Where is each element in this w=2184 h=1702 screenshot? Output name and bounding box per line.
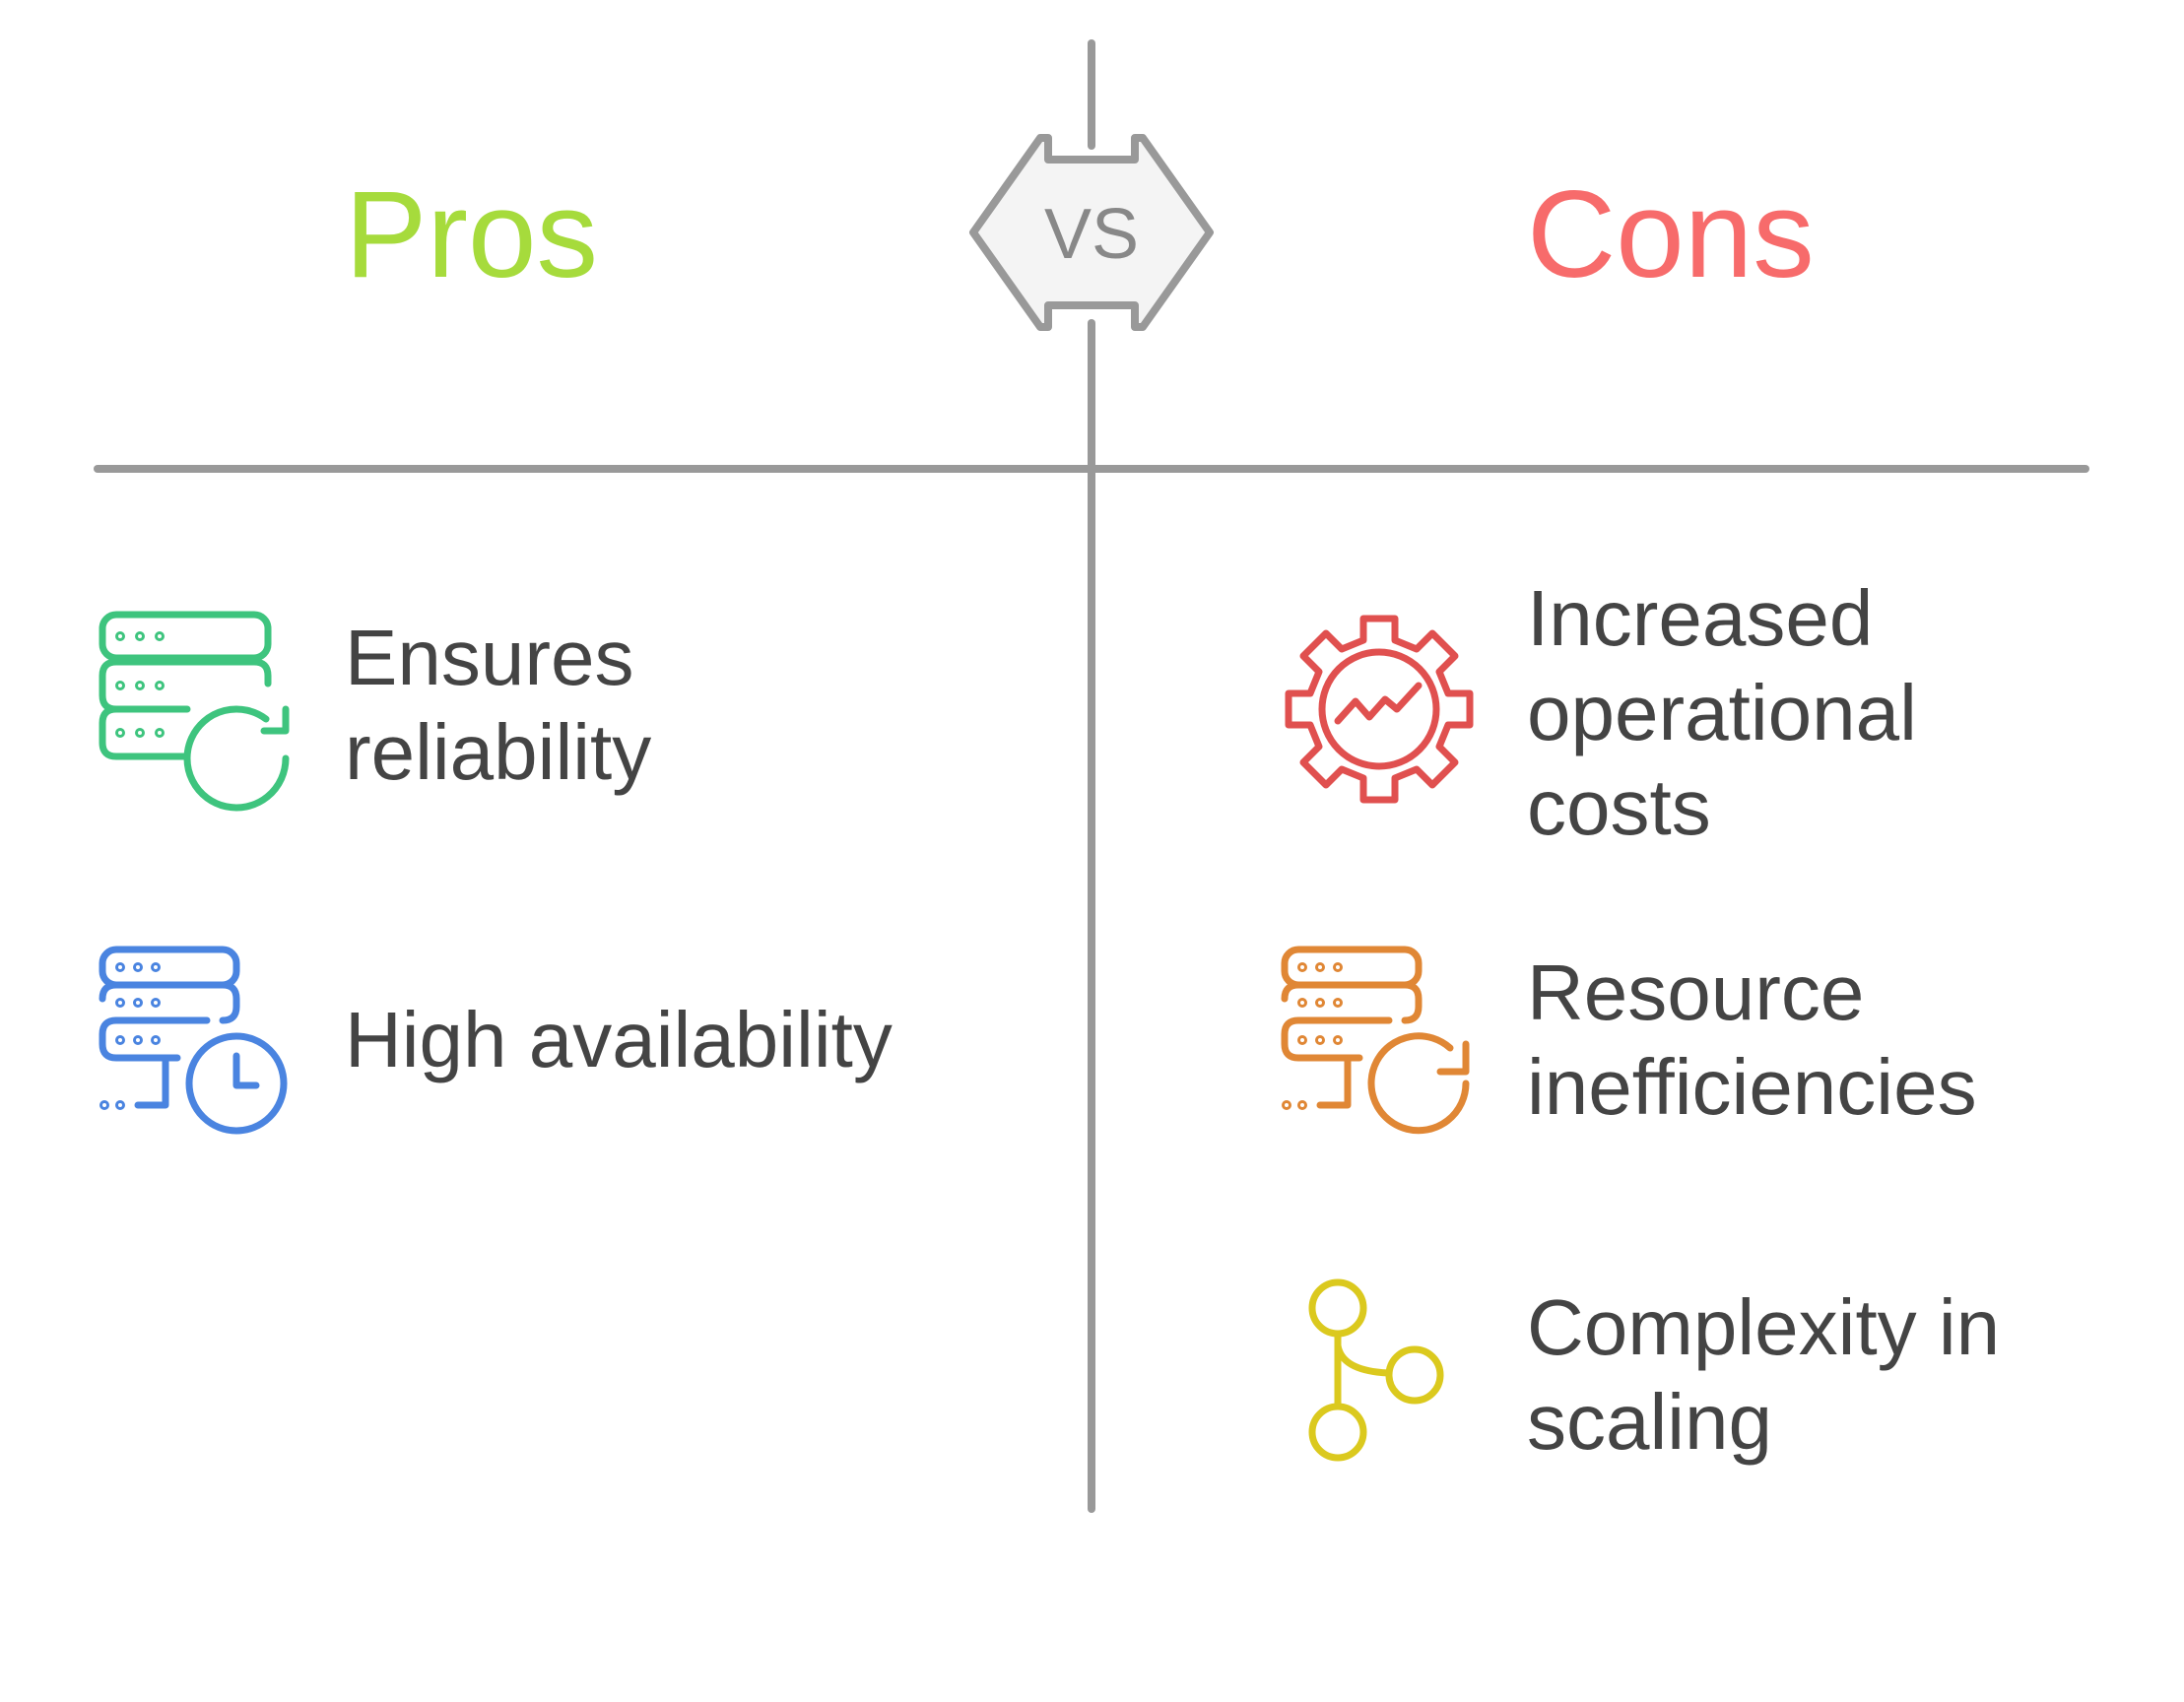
pros-item: Ensures reliability — [99, 611, 985, 812]
branch-nodes-icon — [1308, 1278, 1444, 1462]
cons-item: Complexity in scaling — [1281, 1278, 2167, 1477]
cons-item-label: Complexity in scaling — [1527, 1283, 2001, 1466]
vs-badge — [969, 134, 1214, 331]
pros-item-label: High availability — [345, 996, 893, 1083]
server-refresh-icon — [99, 611, 290, 812]
server-clock-icon — [99, 946, 288, 1135]
vs-label: VS — [1044, 195, 1139, 274]
pros-item: High availability — [99, 946, 985, 1143]
cons-title: Cons — [1527, 166, 1815, 303]
cons-item-label: Resource inefficiencies — [1527, 949, 1977, 1131]
cons-item: Increased operational costs — [1281, 571, 2167, 867]
pros-item-label: Ensures reliability — [345, 614, 652, 796]
cons-item-label: Increased operational costs — [1527, 574, 1917, 851]
cons-item: Resource inefficiencies — [1281, 946, 2167, 1143]
server-refresh-icon — [1281, 946, 1470, 1135]
gear-chart-icon — [1285, 615, 1474, 804]
pros-title: Pros — [345, 166, 599, 303]
